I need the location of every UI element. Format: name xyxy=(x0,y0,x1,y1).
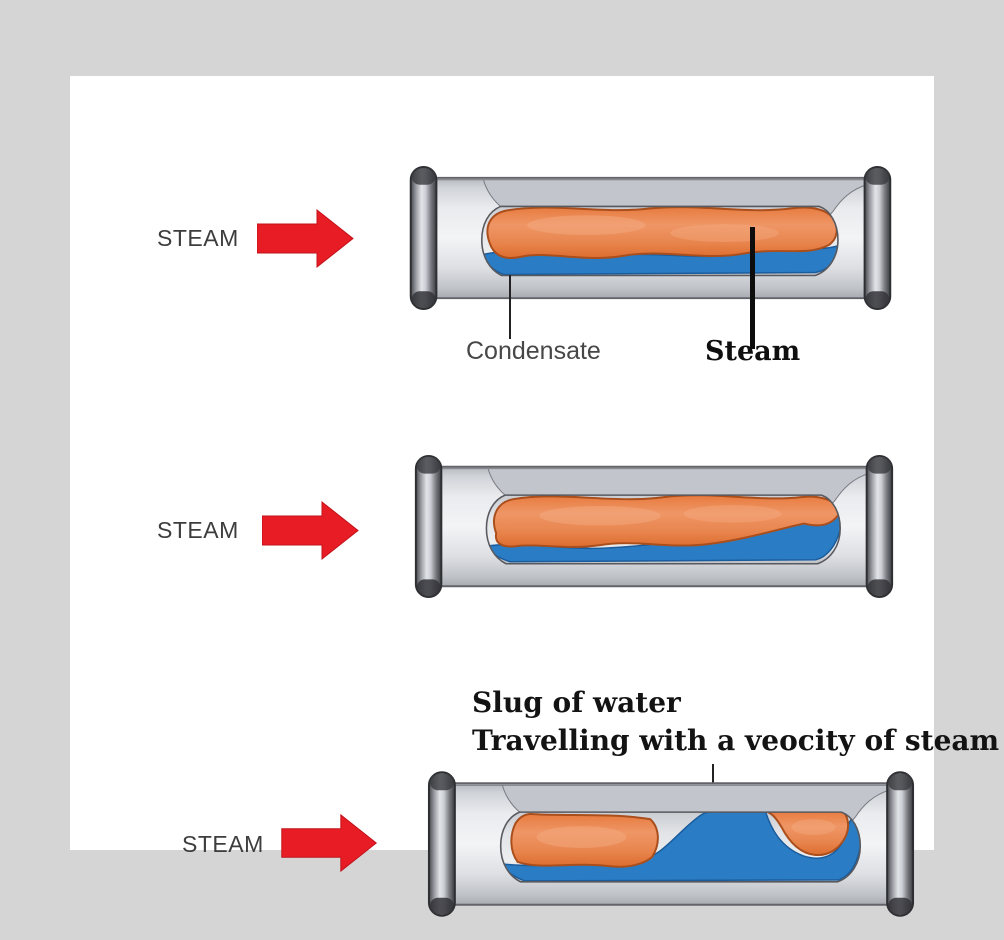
pipe-flange-right xyxy=(863,165,892,311)
diagram-card: STEAM xyxy=(70,76,999,917)
steam-flow-label-2: STEAM xyxy=(157,517,239,543)
slug-caption-line1: Slug of water xyxy=(472,686,681,719)
steam-label: Steam xyxy=(705,336,801,367)
steam-arrow-icon-1 xyxy=(257,208,354,269)
steam-leader-line xyxy=(750,227,755,349)
pipe-flange-left xyxy=(409,165,438,311)
condensate-leader-line xyxy=(509,275,511,339)
pipe-flange-left xyxy=(427,771,456,917)
pipe-stage-1 xyxy=(409,165,892,311)
steam-flow-label-1: STEAM xyxy=(157,225,239,251)
pipe-flange-right xyxy=(886,771,915,917)
pipe-stage-2 xyxy=(414,454,894,599)
pipe-flange-left xyxy=(414,454,443,599)
slug-caption-line2: Travelling with a veocity of steam xyxy=(472,724,1000,757)
slug-caption: Slug of water Travelling with a veocity … xyxy=(472,684,999,760)
pipe-flange-right xyxy=(865,454,894,599)
steam-arrow-icon-3 xyxy=(281,813,378,873)
pipe-stage-3 xyxy=(427,771,915,917)
steam-fill xyxy=(493,495,841,548)
steam-fill xyxy=(486,206,838,259)
steam-arrow-icon-2 xyxy=(262,500,359,561)
steam-pocket-right-fill xyxy=(765,812,850,856)
steam-flow-label-3: STEAM xyxy=(182,831,264,857)
steam-fill-left xyxy=(510,812,659,868)
condensate-label: Condensate xyxy=(466,337,601,365)
